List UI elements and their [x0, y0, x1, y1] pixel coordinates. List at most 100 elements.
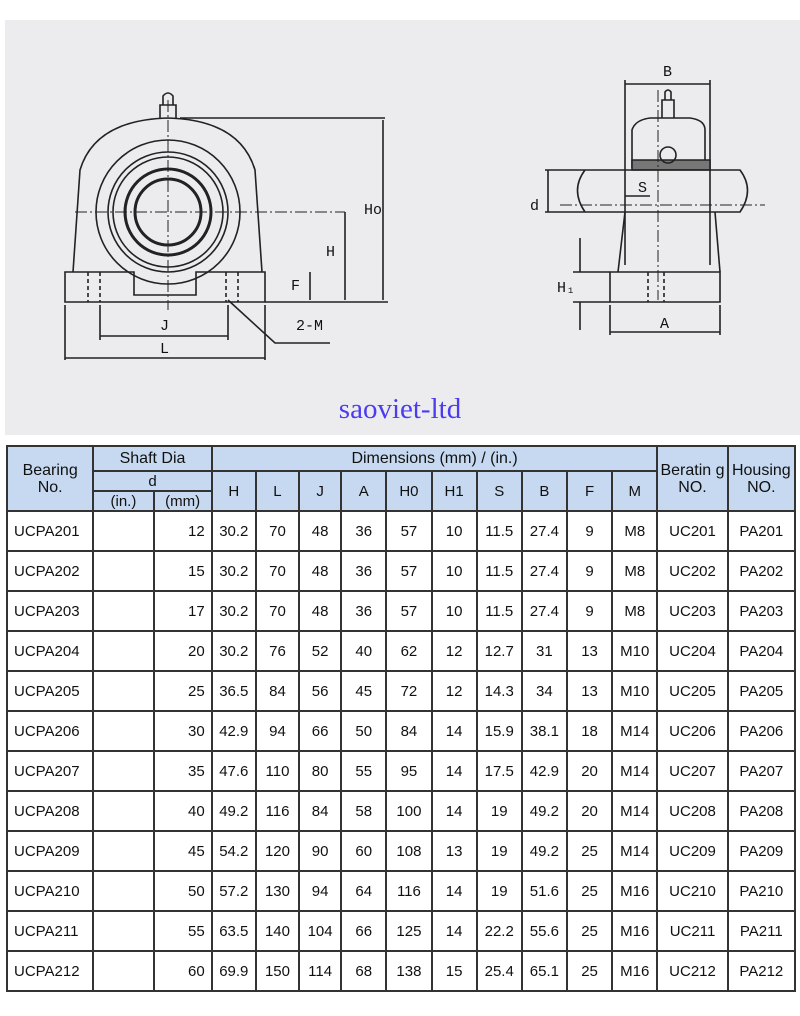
header-bearing-no: Bearing No. — [5, 445, 95, 512]
table-cell: 10 — [430, 510, 478, 552]
table-cell — [92, 630, 155, 672]
table-cell: 49.2 — [520, 830, 568, 872]
table-cell: PA202 — [726, 550, 797, 592]
table-cell: 48 — [298, 510, 343, 552]
table-cell: 15 — [152, 550, 213, 592]
table-cell: UC207 — [656, 750, 729, 792]
table-cell: PA209 — [726, 830, 797, 872]
table-cell: 80 — [298, 750, 343, 792]
watermark: saoviet-ltd — [338, 393, 462, 425]
table-cell: PA208 — [726, 790, 797, 832]
table-cell: 95 — [385, 750, 433, 792]
table-cell: UC209 — [656, 830, 729, 872]
label-H: H — [326, 244, 335, 261]
table-cell: 69.9 — [210, 950, 257, 992]
bearing-technical-drawing: B S d Ho H F J L 2-M H₁ A — [5, 20, 800, 435]
table-cell: UC210 — [656, 870, 729, 912]
table-cell: UC203 — [656, 590, 729, 632]
table-cell: 11.5 — [475, 510, 523, 552]
table-cell: 18 — [565, 710, 614, 752]
table-cell: 19 — [475, 870, 523, 912]
table-cell: UC206 — [656, 710, 729, 752]
table-cell: PA204 — [726, 630, 797, 672]
table-cell: M8 — [611, 510, 659, 552]
table-cell: UC204 — [656, 630, 729, 672]
table-cell: 62 — [385, 630, 433, 672]
table-cell: PA205 — [726, 670, 797, 712]
table-cell: UCPA207 — [5, 750, 95, 792]
table-cell: 140 — [254, 910, 301, 952]
table-cell: 11.5 — [475, 590, 523, 632]
table-cell: 25 — [565, 870, 614, 912]
table-cell: 14 — [430, 790, 478, 832]
table-cell: 36 — [340, 510, 388, 552]
table-cell: 25 — [565, 830, 614, 872]
table-cell: 65.1 — [520, 950, 568, 992]
table-cell: 116 — [385, 870, 433, 912]
table-cell: UCPA210 — [5, 870, 95, 912]
table-cell: UCPA202 — [5, 550, 95, 592]
table-cell: 9 — [565, 510, 614, 552]
table-cell: 90 — [298, 830, 343, 872]
table-cell: PA212 — [726, 950, 797, 992]
table-cell: 47.6 — [210, 750, 257, 792]
table-cell: 64 — [340, 870, 388, 912]
header-S: S — [475, 470, 523, 512]
table-cell: 45 — [340, 670, 388, 712]
table-cell: 13 — [430, 830, 478, 872]
table-cell: 36 — [340, 590, 388, 632]
table-cell: 94 — [298, 870, 343, 912]
header-B: B — [520, 470, 568, 512]
table-cell: 40 — [340, 630, 388, 672]
table-cell — [92, 510, 155, 552]
table-cell: 12.7 — [475, 630, 523, 672]
header-H1: H1 — [430, 470, 478, 512]
table-cell — [92, 870, 155, 912]
table-cell: 30.2 — [210, 630, 257, 672]
table-cell: 14.3 — [475, 670, 523, 712]
header-A: A — [340, 470, 388, 512]
table-cell: 49.2 — [210, 790, 257, 832]
table-cell: UCPA204 — [5, 630, 95, 672]
table-cell: 13 — [565, 630, 614, 672]
table-cell: UCPA211 — [5, 910, 95, 952]
table-cell: 14 — [430, 710, 478, 752]
table-cell: 57 — [385, 590, 433, 632]
table-cell: 27.4 — [520, 510, 568, 552]
table-cell: 10 — [430, 550, 478, 592]
table-cell: UCPA212 — [5, 950, 95, 992]
table-cell: 12 — [430, 630, 478, 672]
table-cell: 20 — [152, 630, 213, 672]
header-H0: H0 — [385, 470, 433, 512]
table-cell: 12 — [430, 670, 478, 712]
table-cell: 52 — [298, 630, 343, 672]
label-Ho: Ho — [364, 202, 382, 219]
table-cell: 84 — [254, 670, 301, 712]
header-J: J — [298, 470, 343, 512]
label-H1: H₁ — [557, 280, 575, 297]
table-cell: 70 — [254, 590, 301, 632]
table-cell: 66 — [340, 910, 388, 952]
table-cell — [92, 950, 155, 992]
table-cell: 19 — [475, 830, 523, 872]
table-cell: 30.2 — [210, 510, 257, 552]
table-cell: 70 — [254, 550, 301, 592]
table-cell: 125 — [385, 910, 433, 952]
table-cell: 36.5 — [210, 670, 257, 712]
table-cell: UCPA203 — [5, 590, 95, 632]
table-cell: 9 — [565, 590, 614, 632]
label-A: A — [660, 316, 669, 333]
header-housing-no: Housing NO. — [726, 445, 797, 512]
label-B: B — [663, 64, 672, 81]
table-cell: 38.1 — [520, 710, 568, 752]
front-view — [64, 92, 388, 360]
table-cell: 42.9 — [520, 750, 568, 792]
